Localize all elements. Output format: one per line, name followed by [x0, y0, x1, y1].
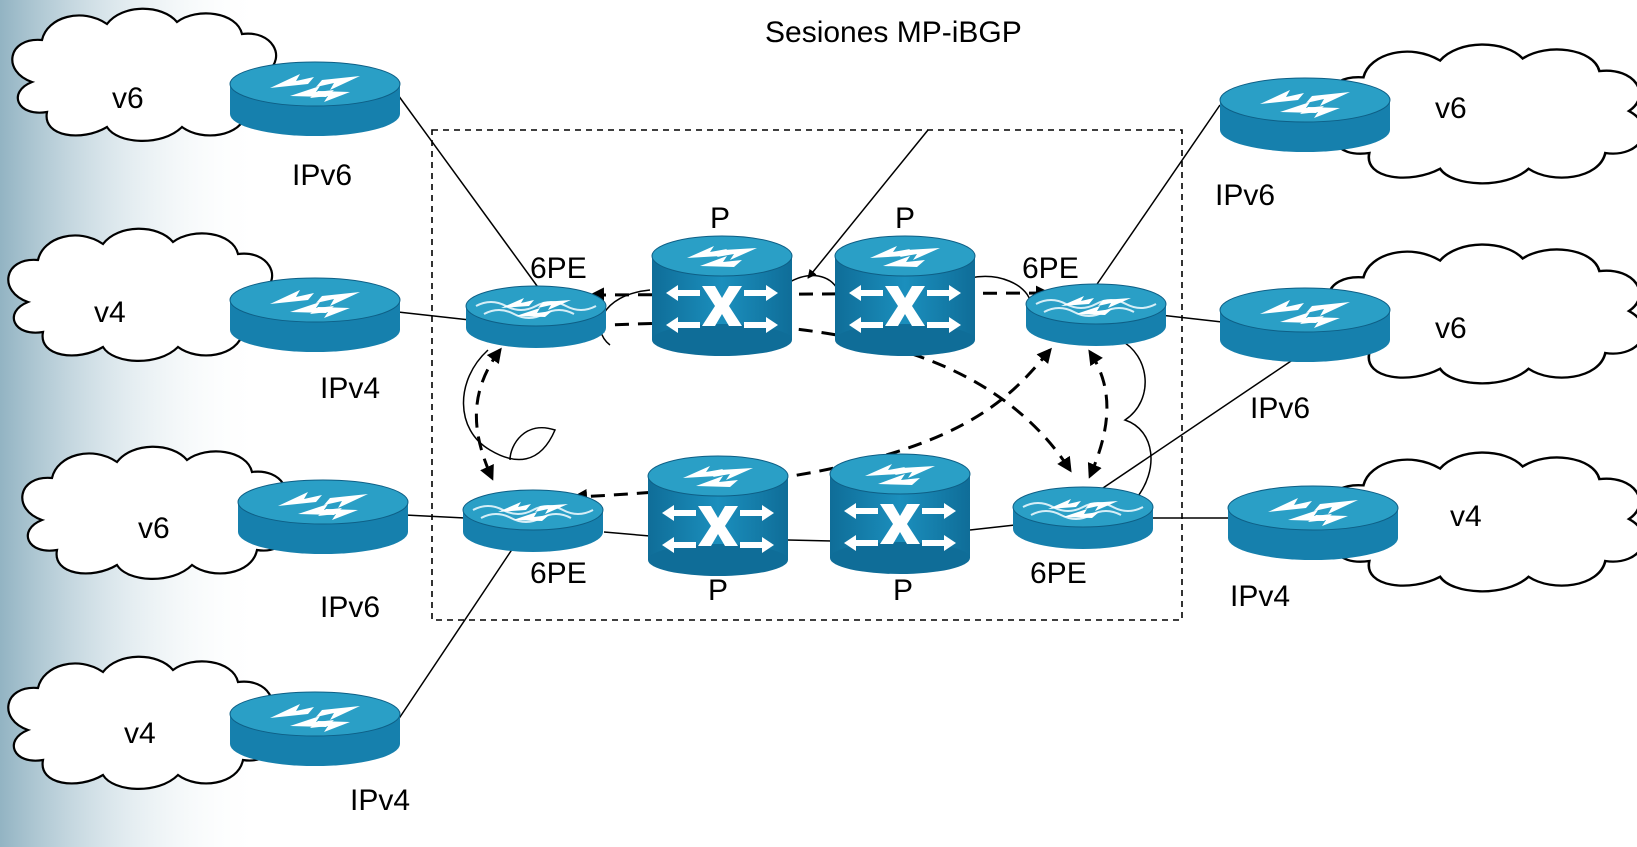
core-network-boundary [431, 129, 1183, 621]
mp-ibgp-title: Sesiones MP-iBGP [765, 16, 1022, 49]
ce-router-l3 [237, 479, 409, 555]
pe-label-tl: 6PE [530, 252, 587, 285]
pe-router-tl [465, 285, 607, 349]
cloud-label-bl2: v4 [124, 717, 156, 750]
pe-router-bl [462, 489, 604, 553]
ce-label-r3: IPv4 [1230, 580, 1290, 613]
ce-router-l1 [229, 61, 401, 137]
p-label-tl: P [710, 202, 730, 235]
p-router-tl [651, 235, 793, 357]
cloud-label-tl1: v6 [112, 82, 144, 115]
pe-label-br: 6PE [1030, 557, 1087, 590]
physical-links [397, 94, 1301, 721]
cloud-label-tr2: v6 [1435, 312, 1467, 345]
ce-label-l3: IPv6 [320, 591, 380, 624]
p-router-tr [834, 235, 976, 357]
pe-label-tr: 6PE [1022, 252, 1079, 285]
ce-label-r1: IPv6 [1215, 179, 1275, 212]
cloud-label-bl1: v6 [138, 512, 170, 545]
cloud-label-tl2: v4 [94, 296, 126, 329]
ce-router-r1 [1219, 77, 1391, 153]
ce-label-r2: IPv6 [1250, 392, 1310, 425]
ce-router-r2 [1219, 287, 1391, 363]
ce-label-l4: IPv4 [350, 784, 410, 817]
ce-label-l2: IPv4 [320, 372, 380, 405]
ce-label-l1: IPv6 [292, 159, 352, 192]
ce-router-l2 [229, 277, 401, 353]
pe-router-br [1012, 486, 1154, 550]
cloud-label-tr1: v6 [1435, 92, 1467, 125]
p-label-tr: P [895, 202, 915, 235]
p-label-bl: P [708, 574, 728, 607]
p-router-bl [647, 455, 789, 577]
p-router-br [829, 453, 971, 575]
pe-router-tr [1025, 283, 1167, 347]
cloud-label-br1: v4 [1450, 500, 1482, 533]
ce-router-l4 [229, 691, 401, 767]
ce-router-r3 [1227, 485, 1399, 561]
pe-label-bl: 6PE [530, 557, 587, 590]
p-label-br: P [893, 574, 913, 607]
